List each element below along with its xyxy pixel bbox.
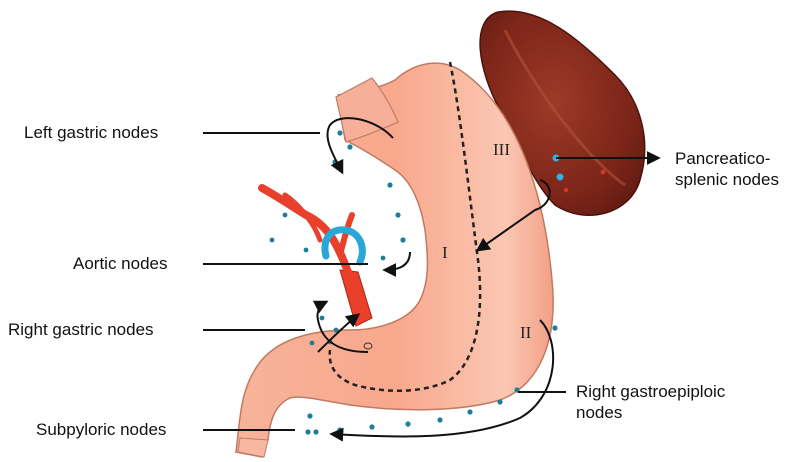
zone-label-III: III xyxy=(493,140,510,160)
pancreaticosplenic-line1: Pancreatico- xyxy=(675,148,779,169)
right-gastroepiploic-line1: Right gastroepiploic xyxy=(576,381,725,402)
pancreaticosplenic-nodes-label: Pancreatico- splenic nodes xyxy=(675,148,779,191)
zone-label-I: I xyxy=(442,243,448,263)
right-gastric-nodes-label: Right gastric nodes xyxy=(8,319,154,340)
zone-label-II: II xyxy=(520,323,531,343)
aortic-nodes-label: Aortic nodes xyxy=(73,253,168,274)
pancreaticosplenic-line2: splenic nodes xyxy=(675,169,779,190)
subpyloric-nodes-label: Subpyloric nodes xyxy=(36,419,166,440)
left-gastric-nodes-label: Left gastric nodes xyxy=(24,122,158,143)
duodenum xyxy=(238,438,268,457)
right-gastroepiploic-nodes-label: Right gastroepiploic nodes xyxy=(576,381,725,424)
right-gastroepiploic-line2: nodes xyxy=(576,402,725,423)
